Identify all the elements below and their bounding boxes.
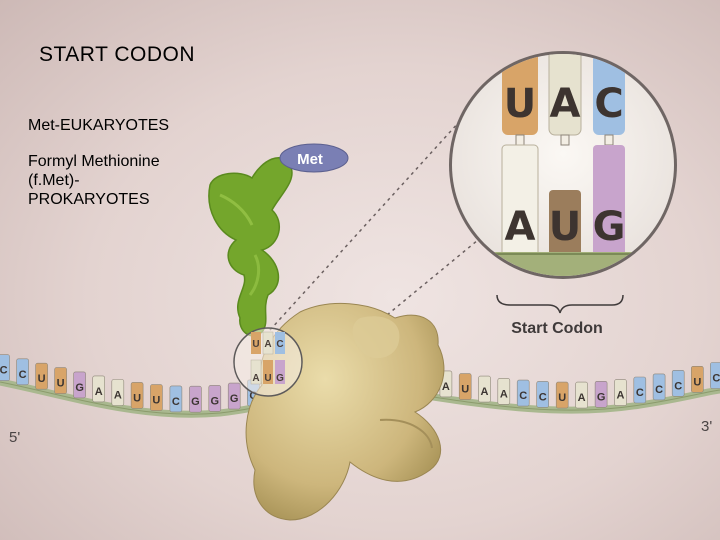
mini-codon-2: U [264,373,271,384]
mrna-base-letter: G [597,391,606,403]
met-tag: Met [279,143,349,173]
mrna-base-letter: U [558,392,566,404]
mrna-base: A [92,375,105,403]
mrna-base: A [614,379,627,406]
start-codon-label: Start Codon [511,320,603,337]
mrna-base-letter: A [617,390,625,402]
mrna-base: U [130,382,144,409]
mrna-base: C [516,379,530,407]
mrna-base-letter: A [481,386,489,398]
mrna-base-letter: U [693,376,701,388]
mrna-base: C [169,385,183,413]
mrna-base-letter: A [442,381,450,393]
mrna-base: G [73,371,86,399]
zoom-anticodon-1: U [504,81,536,127]
mrna-base-letter: C [674,380,682,392]
zoom-codon-1: A [505,204,536,250]
mrna-base: A [497,378,511,405]
mini-anticodon-1: U [252,339,259,350]
mrna-base-letter: U [152,395,160,407]
mrna-base: C [0,354,10,381]
mrna-base-letter: C [519,390,527,402]
mrna-base: U [54,367,67,394]
mrna-base-letter: C [636,387,644,399]
mini-codon-1: A [252,373,259,384]
mini-anticodon-2: A [264,339,271,350]
mrna-base-letter: G [75,382,84,394]
mrna-base: G [189,385,202,413]
mini-codon-3: G [276,373,284,384]
met-label: Met [297,151,323,168]
mrna-base: U [35,362,48,390]
mrna-base: A [575,381,588,409]
mrna-base: C [671,369,685,397]
zoom-codon-2: U [549,204,581,250]
mrna-base-letter: U [461,384,469,396]
five-prime-label: 5' [9,429,20,446]
zoom-codon-3: G [593,204,626,250]
mrna-base: G [227,382,241,410]
mrna-base: A [478,375,491,403]
mrna-base-letter: U [133,392,141,404]
mrna-base: G [594,380,608,408]
mrna-base-letter: C [249,390,257,402]
mrna-base: C [710,362,720,389]
mrna-base: C [633,376,647,404]
mrna-base-letter: C [712,373,720,385]
mrna-base-letter: G [191,396,200,408]
mrna-base-letter: C [655,384,663,396]
mrna-base: C [16,358,29,386]
start-codon-bracket [496,294,624,314]
mrna-base-letter: A [500,388,508,400]
mrna-base-letter: A [578,392,586,404]
codon-highlight: U A C A U G [233,327,303,397]
eukaryote-text: Met-EUKARYOTES [28,117,170,134]
mrna-base: A [111,379,125,406]
three-prime-label: 3' [701,418,712,435]
zoom-anticodon-2: A [550,81,581,127]
mini-anticodon-3: C [276,339,283,350]
mrna-base-letter: U [38,373,46,385]
mrna-base: U [555,381,569,409]
zoom-anticodon-3: C [594,81,623,127]
mrna-base-letter: C [539,391,547,403]
mrna-base: C [536,381,550,408]
mrna-base-letter: U [57,378,65,390]
mrna-base-letter: C [19,369,27,381]
mrna-base-letter: C [172,396,180,408]
prokaryote-text: Formyl Methionine (f.Met)- PROKARYOTES [28,153,160,208]
mrna-base-letter: G [211,395,220,407]
mrna-base-letter: C [0,365,8,377]
mrna-base-letter: A [95,386,103,398]
mrna-base: U [690,365,704,393]
mrna-base: C [652,373,666,401]
slide-title: START CODON [39,43,196,66]
mrna-base: G [208,385,222,412]
mrna-base: U [458,373,472,400]
pointer-line-top [269,109,471,331]
zoom-circle: U A C A U G [449,51,677,279]
mrna-base: U [150,384,163,411]
mrna-base-letter: G [230,393,239,405]
trna-peptide [208,157,293,337]
mrna-base-letter: A [114,390,122,402]
